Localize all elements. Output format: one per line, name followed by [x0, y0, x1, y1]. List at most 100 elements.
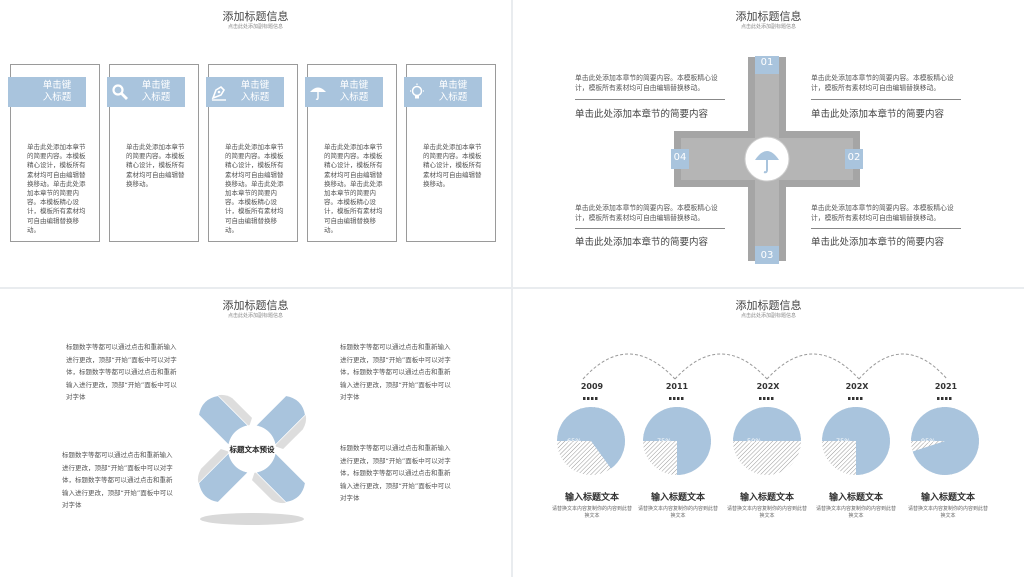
card-text: 单击此处添加本章节的简要内容。本模板精心设计，模板所有素材均可自由编辑替换移动。 — [423, 143, 482, 188]
year-tick — [937, 397, 940, 400]
slide-subtitle: 点击此处添加副标题信息 — [227, 313, 283, 319]
body-text: 标题数字等都可以通过点击和重新输入进行更改，顶部“开始”面板中可以对字体，标题数… — [62, 451, 173, 509]
item-desc: 请替换文本内容复制你的内容到此替换文本 — [816, 506, 897, 519]
section-summary: 单击此处添加本章节的简要内容 — [811, 237, 945, 248]
divider — [811, 228, 961, 229]
pie-slice — [911, 406, 979, 475]
year-label: 202X — [845, 382, 869, 391]
slide-title: 添加标题信息 — [222, 10, 289, 23]
year-tick — [669, 397, 672, 400]
slide-subtitle: 点击此处添加副标题信息 — [740, 24, 796, 30]
card-header[interactable]: 单击键 入标题 — [305, 77, 383, 107]
year-label: 2009 — [580, 382, 604, 391]
card-text: 单击此处添加本章节的简要内容。本模板精心设计，模板所有素材均可自由编辑替换移动。… — [27, 143, 86, 234]
pie-percent: 75% — [836, 437, 851, 445]
body-text: 标题数字等都可以通过点击和重新输入进行更改，顶部“开始”面板中可以对字体，标题数… — [66, 343, 177, 401]
item-desc: 请替换文本内容复制你的内容到此替换文本 — [638, 506, 719, 519]
pie-percent: 95% — [921, 437, 936, 445]
card-text: 单击此处添加本章节的简要内容。本模板精心设计，模板所有素材均可自由编辑替换移动。 — [126, 143, 185, 188]
card-title: 单击键 入标题 — [42, 80, 72, 103]
flower-diagram — [197, 394, 307, 525]
content-card: 单击键 入标题 单击此处添加本章节的简要内容。本模板精心设计，模板所有素材均可自… — [107, 64, 199, 242]
year-tick — [595, 397, 598, 400]
item-desc: 请替换文本内容复制你的内容到此替换文本 — [552, 506, 633, 519]
divider — [575, 228, 725, 229]
content-card: 单击键 入标题 单击此处添加本章节的简要内容。本模板精心设计，模板所有素材均可自… — [305, 64, 397, 242]
card-text: 单击此处添加本章节的简要内容。本模板精心设计，模板所有素材均可自由编辑替换移动。… — [225, 143, 284, 234]
slide-title: 添加标题信息 — [735, 299, 802, 312]
card-header[interactable]: 单击键 入标题 — [8, 77, 86, 107]
step-number: 02 — [847, 152, 861, 163]
slide-cards[interactable]: 添加标题信息 点击此处添加副标题信息 单击键 入标题 单击此处添加本章节的简要内… — [0, 0, 511, 287]
item-title: 输入标题文本 — [920, 493, 975, 503]
year-tick — [949, 397, 952, 400]
item-desc: 请替换文本内容复制你的内容到此替换文本 — [908, 506, 989, 519]
item-title: 输入标题文本 — [739, 493, 794, 503]
item-title: 输入标题文本 — [828, 493, 883, 503]
year-label: 2011 — [665, 382, 689, 391]
card-title: 单击键 入标题 — [141, 80, 171, 103]
slide-title: 添加标题信息 — [735, 10, 802, 23]
card-header[interactable]: 单击键 入标题 — [404, 77, 482, 107]
umbrella-icon — [755, 151, 779, 174]
section-text: 单击此处添加本章节的简要内容。本模板精心设计，模板所有素材均可自由编辑替换移动。 — [575, 74, 718, 92]
year-tick — [860, 397, 863, 400]
year-tick — [759, 397, 762, 400]
card-text: 单击此处添加本章节的简要内容。本模板精心设计，模板所有素材均可自由编辑替换移动。… — [324, 143, 383, 234]
card-title: 单击键 入标题 — [339, 80, 369, 103]
slide-title: 添加标题信息 — [222, 299, 289, 312]
item-desc: 请替换文本内容复制你的内容到此替换文本 — [727, 506, 808, 519]
step-number: 01 — [760, 57, 774, 68]
year-tick — [583, 397, 586, 400]
lightbulb-icon — [410, 83, 424, 99]
year-tick — [591, 397, 594, 400]
cross-diagram — [671, 55, 863, 264]
slide-subtitle: 点击此处添加副标题信息 — [740, 313, 796, 319]
pie-percent: 65% — [567, 437, 582, 445]
card-header[interactable]: 单击键 入标题 — [107, 77, 185, 107]
pie-percent: 50% — [747, 437, 762, 445]
year-tick — [941, 397, 944, 400]
body-text: 标题数字等都可以通过点击和重新输入进行更改，顶部“开始”面板中可以对字体，标题数… — [340, 343, 451, 401]
divider — [575, 99, 725, 100]
content-card: 单击键 入标题 单击此处添加本章节的简要内容。本模板精心设计，模板所有素材均可自… — [8, 64, 100, 242]
body-text: 标题数字等都可以通过点击和重新输入进行更改，顶部“开始”面板中可以对字体，标题数… — [340, 444, 451, 502]
card-title: 单击键 入标题 — [438, 80, 468, 103]
section-summary: 单击此处添加本章节的简要内容 — [575, 109, 709, 120]
pie-slice — [557, 407, 625, 469]
step-number: 03 — [760, 250, 774, 261]
section-text: 单击此处添加本章节的简要内容。本模板精心设计，模板所有素材均可自由编辑替换移动。 — [811, 204, 954, 222]
year-tick — [681, 397, 684, 400]
content-card: 单击键 入标题 单击此处添加本章节的简要内容。本模板精心设计，模板所有素材均可自… — [206, 64, 298, 242]
content-card: 单击键 入标题 单击此处添加本章节的简要内容。本模板精心设计，模板所有素材均可自… — [404, 64, 496, 242]
step-number: 04 — [673, 152, 687, 163]
section-text: 单击此处添加本章节的简要内容。本模板精心设计，模板所有素材均可自由编辑替换移动。 — [575, 204, 718, 222]
divider — [811, 99, 961, 100]
year-tick — [848, 397, 851, 400]
timeline-chart — [557, 353, 979, 475]
card-header[interactable]: 单击键 入标题 — [206, 77, 284, 107]
year-tick — [856, 397, 859, 400]
slide-timeline[interactable]: 添加标题信息 点击此处添加副标题信息 2009 2011 202X 202X 2… — [513, 289, 1024, 577]
pie-percent: 75% — [657, 437, 672, 445]
magnifier-icon — [112, 84, 128, 100]
year-tick — [852, 397, 855, 400]
pie-slice — [822, 407, 890, 475]
slide-cross[interactable]: 添加标题信息 点击此处添加副标题信息 01 02 03 04 单击此处添加本章节… — [513, 0, 1024, 287]
year-label: 202X — [756, 382, 780, 391]
pie-slice — [643, 407, 711, 475]
card-title: 单击键 入标题 — [240, 80, 270, 103]
item-title: 输入标题文本 — [564, 493, 619, 503]
year-tick — [945, 397, 948, 400]
item-title: 输入标题文本 — [650, 493, 705, 503]
umbrella-icon — [310, 87, 326, 101]
pen-nib-icon — [211, 85, 226, 101]
year-label: 2021 — [934, 382, 958, 391]
section-summary: 单击此处添加本章节的简要内容 — [811, 109, 945, 120]
year-tick — [767, 397, 770, 400]
year-tick — [673, 397, 676, 400]
section-text: 单击此处添加本章节的简要内容。本模板精心设计，模板所有素材均可自由编辑替换移动。 — [811, 74, 954, 92]
year-tick — [587, 397, 590, 400]
section-summary: 单击此处添加本章节的简要内容 — [575, 237, 709, 248]
slide-flower[interactable]: 添加标题信息 点击此处添加副标题信息 标题数字等都可以通过点击和重新输入进行更改… — [0, 289, 511, 577]
